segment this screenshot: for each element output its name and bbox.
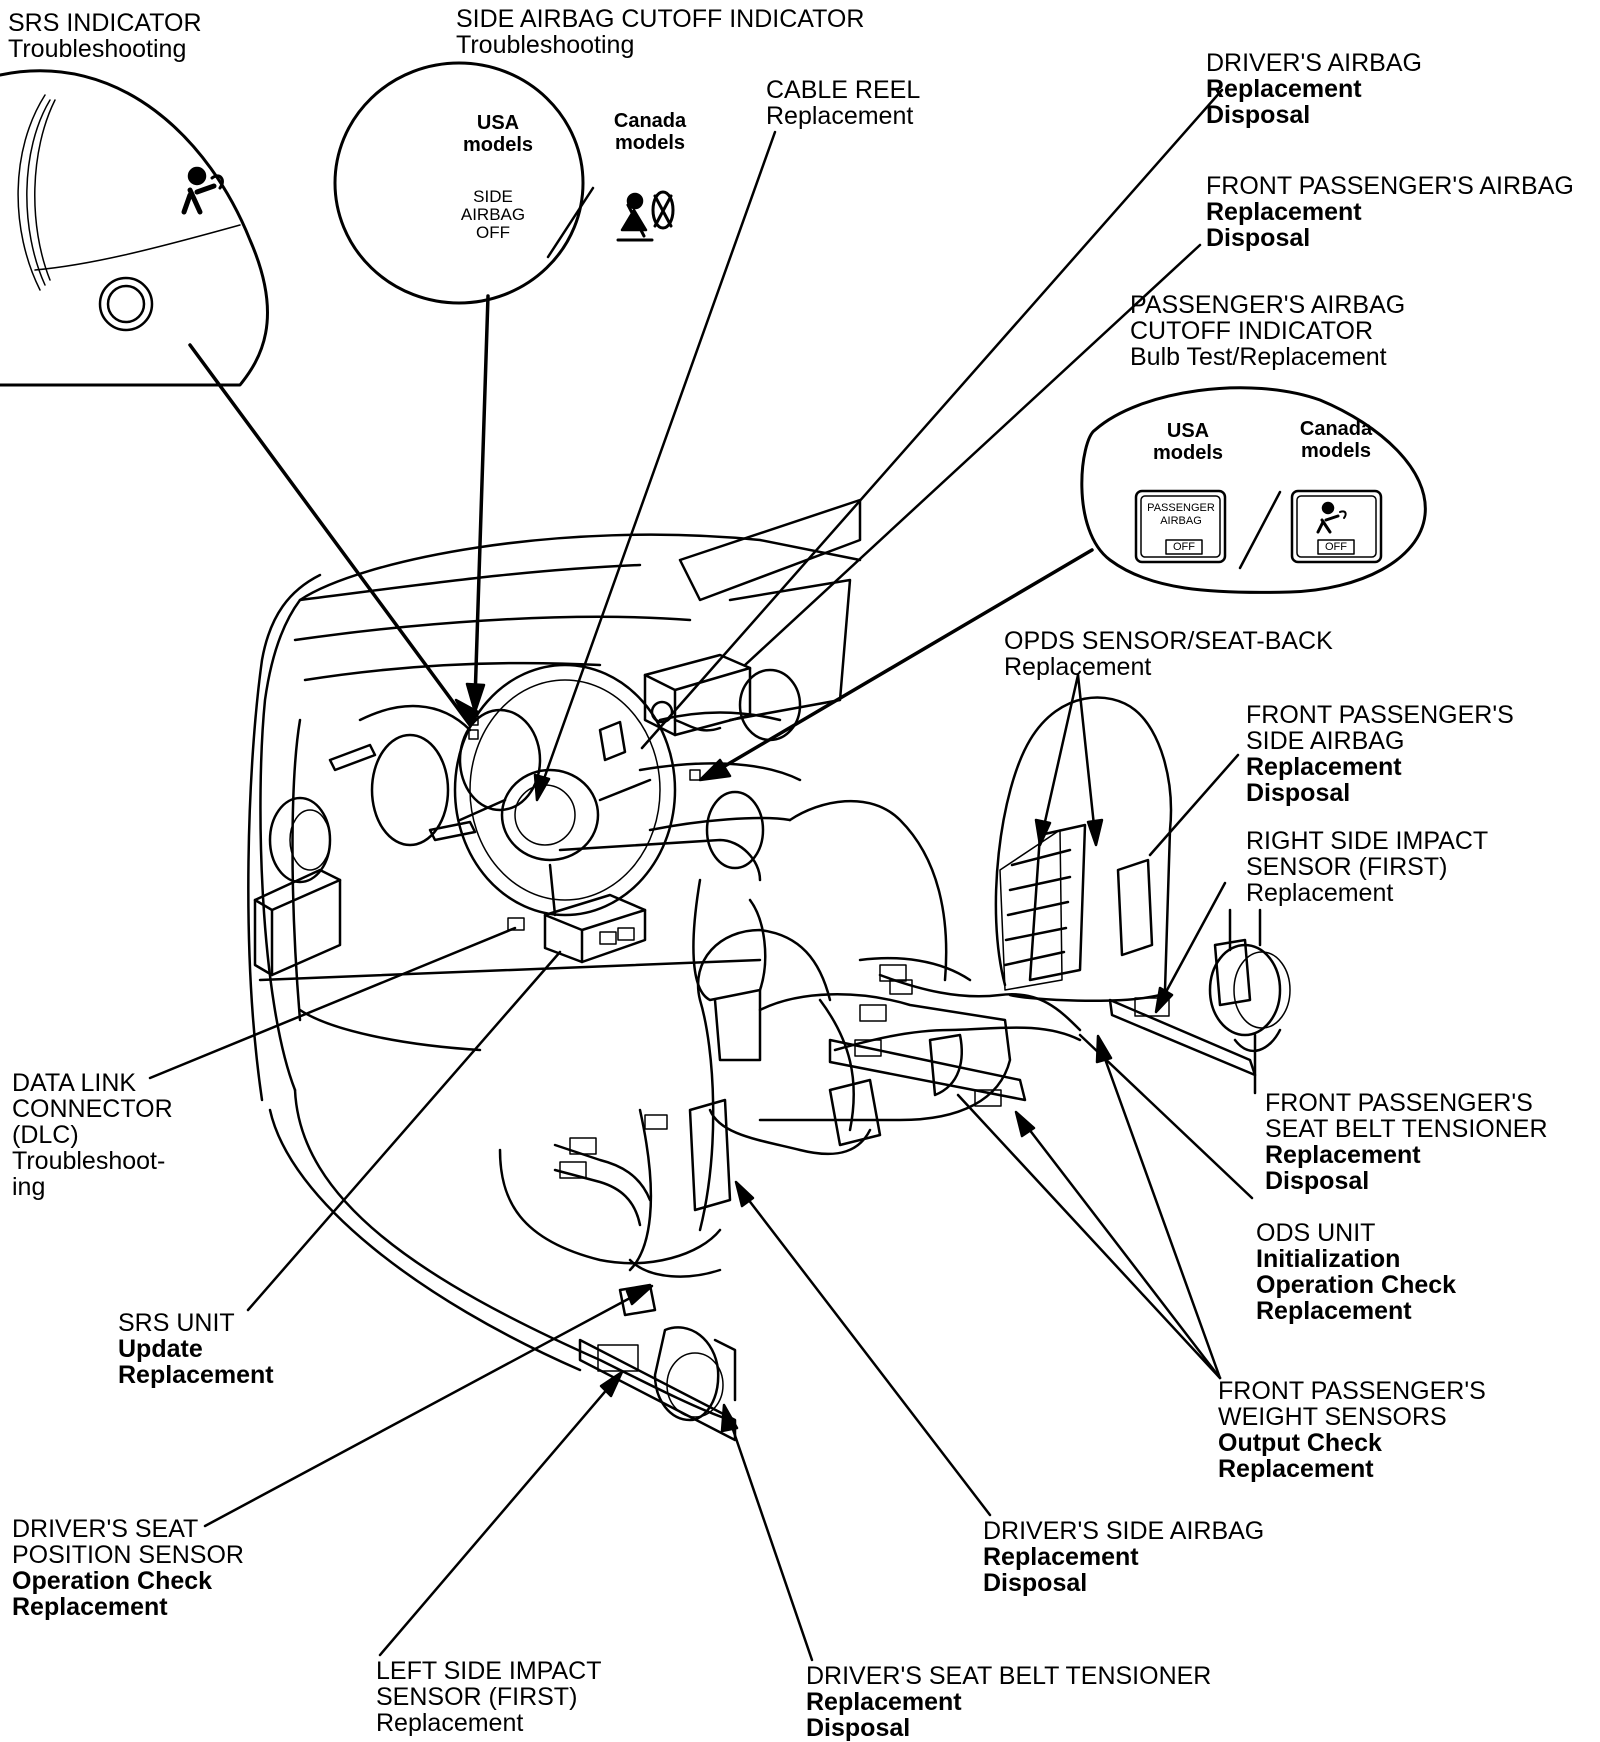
usa-off-text: OFF: [1173, 541, 1195, 553]
weight-sensors-label: FRONT PASSENGER'S WEIGHT SENSORS Output …: [1218, 1378, 1486, 1482]
left-side-impact-label: LEFT SIDE IMPACT SENSOR (FIRST) Replacem…: [376, 1658, 602, 1736]
front-passenger-airbag-replacement: Replacement: [1206, 198, 1362, 226]
srs-indicator-sub: Troubleshooting: [8, 35, 187, 63]
airbag-text: AIRBAG: [1160, 515, 1202, 527]
srs-unit-label: SRS UNIT Update Replacement: [118, 1310, 274, 1388]
driver-tensioner-title: DRIVER'S SEAT BELT TENSIONER: [806, 1662, 1212, 1690]
side-airbag-off-text: SIDE AIRBAG OFF: [460, 187, 526, 242]
seat-position-sensor-label: DRIVER'S SEAT POSITION SENSOR Operation …: [12, 1516, 244, 1620]
pass-cutoff-usa-label: USA models: [1152, 420, 1224, 464]
dlc-line-3: (DLC): [12, 1121, 79, 1149]
front-passenger-tensioner-disposal: Disposal: [1265, 1167, 1370, 1195]
dlc-line-1: DATA LINK: [12, 1069, 137, 1097]
side-cutoff-canada-label: Canada models: [613, 110, 687, 154]
left-side-impact-title2: SENSOR (FIRST): [376, 1683, 578, 1711]
seat-position-sensor-title: DRIVER'S SEAT: [12, 1515, 199, 1543]
drivers-side-airbag-replacement: Replacement: [983, 1543, 1139, 1571]
front-passenger-side-airbag-title: FRONT PASSENGER'S: [1246, 701, 1514, 729]
right-side-impact-title2: SENSOR (FIRST): [1246, 853, 1448, 881]
front-passenger-side-airbag-replacement: Replacement: [1246, 753, 1402, 781]
side-airbag-cutoff-title: SIDE AIRBAG CUTOFF INDICATOR: [456, 5, 865, 33]
srs-airbag-icon: [181, 166, 224, 215]
weight-sensors-title: FRONT PASSENGER'S: [1218, 1377, 1486, 1405]
front-passenger-airbag-title: FRONT PASSENGER'S AIRBAG: [1206, 172, 1574, 200]
front-passenger-side-airbag-disposal: Disposal: [1246, 779, 1351, 807]
side-airbag-cutoff-inset: [333, 61, 675, 305]
dlc-line-2: CONNECTOR: [12, 1095, 173, 1123]
front-passenger-side-airbag-label: FRONT PASSENGER'S SIDE AIRBAG Replacemen…: [1246, 702, 1514, 806]
right-side-impact-title: RIGHT SIDE IMPACT: [1246, 827, 1489, 855]
ods-unit-replacement: Replacement: [1256, 1297, 1412, 1325]
front-passenger-side-airbag-title2: SIDE AIRBAG: [1246, 727, 1405, 755]
srs-unit-replacement: Replacement: [118, 1361, 274, 1389]
front-passenger-tensioner-label: FRONT PASSENGER'S SEAT BELT TENSIONER Re…: [1265, 1090, 1548, 1194]
side-airbag-cutoff-sub: Troubleshooting: [456, 31, 635, 59]
passenger-airbag-icon: [1316, 501, 1347, 534]
ods-unit-initialization: Initialization: [1256, 1245, 1401, 1273]
opds-sub: Replacement: [1004, 653, 1152, 681]
weight-sensors-replacement: Replacement: [1218, 1455, 1374, 1483]
ods-unit-title: ODS UNIT: [1256, 1219, 1376, 1247]
passenger-cutoff-inset: [1080, 386, 1427, 594]
srs-unit-title: SRS UNIT: [118, 1309, 235, 1337]
front-passenger-airbag-label: FRONT PASSENGER'S AIRBAG Replacement Dis…: [1206, 173, 1574, 251]
right-side-impact-sub: Replacement: [1246, 879, 1394, 907]
drivers-side-airbag-label: DRIVER'S SIDE AIRBAG Replacement Disposa…: [983, 1518, 1264, 1596]
dlc-label: DATA LINK CONNECTOR (DLC) Troubleshoot- …: [12, 1070, 173, 1200]
opds-label: OPDS SENSOR/SEAT-BACK Replacement: [1004, 628, 1333, 680]
side-cutoff-usa-label: USA models: [462, 112, 534, 156]
passenger-text: PASSENGER: [1147, 502, 1215, 514]
driver-tensioner-replacement: Replacement: [806, 1688, 962, 1716]
pass-cutoff-canada-label: Canada models: [1299, 418, 1373, 462]
seat-position-sensor-replacement: Replacement: [12, 1593, 168, 1621]
driver-tensioner-disposal: Disposal: [806, 1714, 911, 1742]
driver-tensioner-label: DRIVER'S SEAT BELT TENSIONER Replacement…: [806, 1663, 1211, 1741]
front-passenger-tensioner-replacement: Replacement: [1265, 1141, 1421, 1169]
dlc-line-4: Troubleshoot-: [12, 1147, 166, 1175]
dlc-line-5: ing: [12, 1173, 46, 1201]
srs-indicator-title: SRS INDICATOR: [8, 9, 202, 37]
opds-title: OPDS SENSOR/SEAT-BACK: [1004, 627, 1333, 655]
cable-reel-label: CABLE REEL Replacement: [766, 77, 920, 129]
weight-sensors-output-check: Output Check: [1218, 1429, 1382, 1457]
front-passenger-tensioner-title2: SEAT BELT TENSIONER: [1265, 1115, 1548, 1143]
left-side-impact-title: LEFT SIDE IMPACT: [376, 1657, 602, 1685]
drivers-side-airbag-disposal: Disposal: [983, 1569, 1088, 1597]
cable-reel-sub: Replacement: [766, 102, 914, 130]
weight-sensors-title2: WEIGHT SENSORS: [1218, 1403, 1447, 1431]
drivers-airbag-disposal: Disposal: [1206, 101, 1311, 129]
passenger-cutoff-label: PASSENGER'S AIRBAG CUTOFF INDICATOR Bulb…: [1130, 292, 1405, 370]
srs-unit-update: Update: [118, 1335, 203, 1363]
srs-indicator-inset: [0, 69, 269, 387]
canada-off-text: OFF: [1325, 541, 1347, 553]
drivers-airbag-title: DRIVER'S AIRBAG: [1206, 49, 1422, 77]
seat-position-sensor-operation-check: Operation Check: [12, 1567, 213, 1595]
drivers-airbag-label: DRIVER'S AIRBAG Replacement Disposal: [1206, 50, 1422, 128]
left-side-impact-sub: Replacement: [376, 1709, 524, 1737]
drivers-side-airbag-title: DRIVER'S SIDE AIRBAG: [983, 1517, 1265, 1545]
cable-reel-title: CABLE REEL: [766, 76, 921, 104]
side-airbag-cutoff-label: SIDE AIRBAG CUTOFF INDICATOR Troubleshoo…: [456, 6, 864, 58]
ods-unit-operation-check: Operation Check: [1256, 1271, 1457, 1299]
passenger-cutoff-sub: Bulb Test/Replacement: [1130, 343, 1387, 371]
seat-position-sensor-title2: POSITION SENSOR: [12, 1541, 244, 1569]
ods-unit-label: ODS UNIT Initialization Operation Check …: [1256, 1220, 1456, 1324]
passenger-cutoff-title: PASSENGER'S AIRBAG: [1130, 291, 1406, 319]
seatbelt-off-icon: [616, 190, 675, 242]
right-side-impact-label: RIGHT SIDE IMPACT SENSOR (FIRST) Replace…: [1246, 828, 1488, 906]
srs-indicator-label: SRS INDICATOR Troubleshooting: [8, 10, 202, 62]
vehicle-interior-sketch: [247, 498, 1291, 1442]
front-passenger-tensioner-title: FRONT PASSENGER'S: [1265, 1089, 1533, 1117]
drivers-airbag-replacement: Replacement: [1206, 75, 1362, 103]
passenger-cutoff-title2: CUTOFF INDICATOR: [1130, 317, 1374, 345]
front-passenger-airbag-disposal: Disposal: [1206, 224, 1311, 252]
